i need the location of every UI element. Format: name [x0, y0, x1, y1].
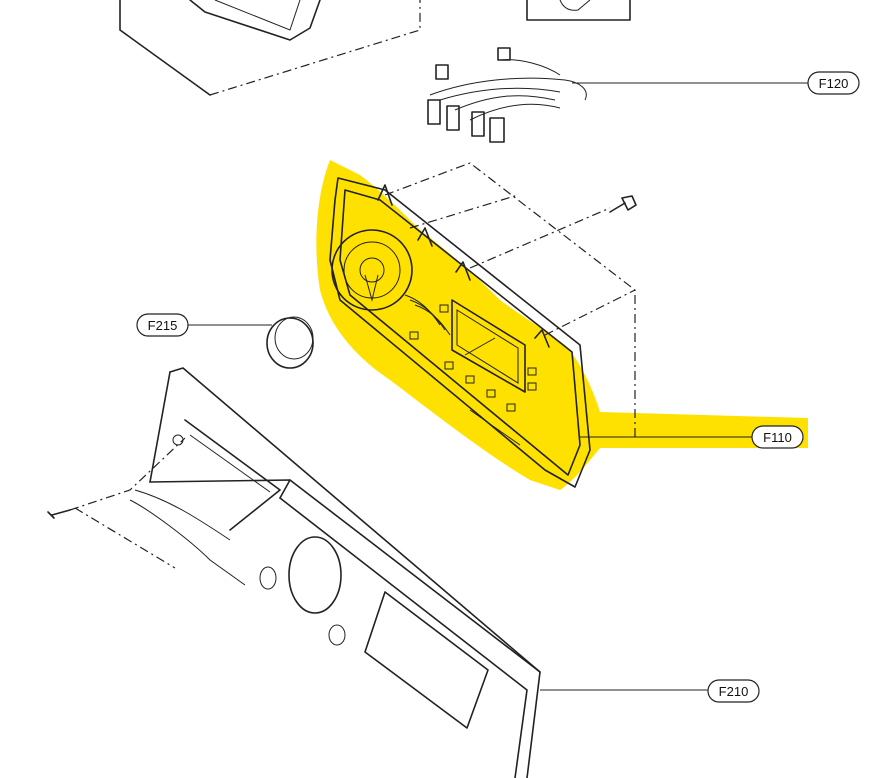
highlight-marker	[316, 160, 808, 490]
callout-label: F210	[719, 684, 749, 699]
control-pcb-assembly	[329, 177, 752, 488]
wire-harness	[427, 47, 808, 143]
callout-F120: F120	[807, 71, 860, 95]
component-box-partial	[526, 0, 631, 21]
knob-cap	[188, 316, 314, 369]
screw-top	[609, 195, 637, 213]
screw-bottom	[47, 437, 186, 569]
callout-label: F120	[819, 76, 849, 91]
control-panel	[129, 367, 708, 778]
pcb-projection-lines	[384, 162, 636, 440]
callout-label: F215	[148, 318, 178, 333]
callout-label: F110	[763, 430, 792, 445]
callout-F110: F110	[751, 425, 804, 449]
callout-F210: F210	[707, 679, 760, 703]
callout-F215: F215	[136, 313, 189, 337]
drawer-housing-partial	[119, 0, 421, 96]
